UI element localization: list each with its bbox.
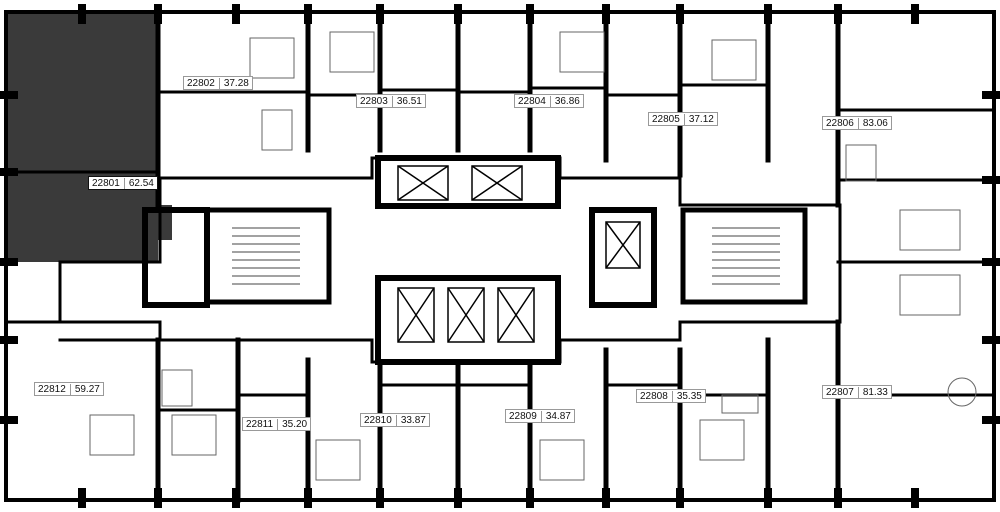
unit-number: 22812 xyxy=(38,384,66,395)
unit-area: 37.12 xyxy=(683,114,714,125)
unit-area: 62.54 xyxy=(123,178,154,189)
unit-number: 22801 xyxy=(92,178,120,189)
unit-area: 33.87 xyxy=(395,415,426,426)
unit-area: 36.86 xyxy=(549,96,580,107)
unit-number: 22809 xyxy=(509,411,537,422)
unit-number: 22811 xyxy=(246,419,274,430)
unit-number: 22802 xyxy=(187,78,215,89)
staircases xyxy=(232,227,780,285)
unit-area: 59.27 xyxy=(69,384,100,395)
unit-number: 22803 xyxy=(360,96,388,107)
unit-area: 35.35 xyxy=(671,391,702,402)
unit-area: 37.28 xyxy=(218,78,249,89)
unit-number: 22808 xyxy=(640,391,668,402)
unit-area: 35.20 xyxy=(277,419,308,430)
unit-area: 81.33 xyxy=(857,387,888,398)
unit-number: 22804 xyxy=(518,96,546,107)
walls xyxy=(0,4,1000,508)
unit-22801-highlight[interactable] xyxy=(6,12,172,262)
elevator-shafts xyxy=(397,165,641,343)
unit-area: 34.87 xyxy=(540,411,571,422)
unit-number: 22805 xyxy=(652,114,680,125)
unit-area: 83.06 xyxy=(857,118,888,129)
unit-area: 36.51 xyxy=(391,96,422,107)
unit-number: 22810 xyxy=(364,415,392,426)
unit-number: 22807 xyxy=(826,387,854,398)
unit-number: 22806 xyxy=(826,118,854,129)
furniture xyxy=(89,31,977,481)
